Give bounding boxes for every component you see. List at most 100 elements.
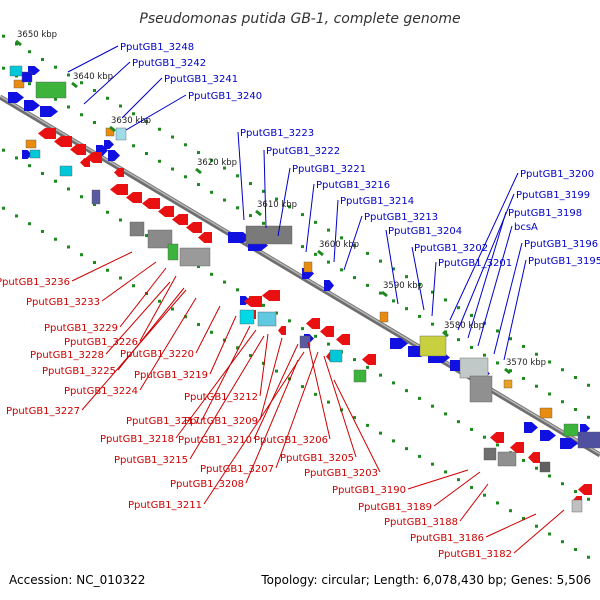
rail-dot-inner-upper xyxy=(418,314,421,318)
rail-dot-inner-lower xyxy=(275,311,278,315)
callout-line xyxy=(503,259,527,361)
rail-dot-inner-lower xyxy=(41,171,44,175)
rail-dot-inner-upper xyxy=(366,283,369,287)
feature-box xyxy=(245,225,293,245)
rail-dot-outer-lower xyxy=(15,214,18,218)
forward-gene-label: PputGB1_3199 xyxy=(516,190,590,201)
reverse-gene-label: PputGB1_3182 xyxy=(438,549,512,560)
rail-dot-inner-lower xyxy=(67,187,70,191)
reverse-gene-arrow xyxy=(114,168,124,177)
rail-dot-outer-upper xyxy=(314,220,317,224)
rail-dot-outer-lower xyxy=(249,354,252,358)
rail-dot-outer-lower xyxy=(444,470,447,474)
reverse-gene-arrow xyxy=(158,206,174,217)
callout-line xyxy=(411,246,425,311)
reverse-gene-arrow xyxy=(528,452,540,463)
forward-gene-label: PputGB1_3198 xyxy=(508,208,582,219)
callout-line xyxy=(263,149,267,229)
feature-box xyxy=(115,127,127,141)
forward-gene-label: PputGB1_3204 xyxy=(388,226,462,237)
rail-dot-outer-upper xyxy=(2,34,5,38)
rail-dot-inner-lower xyxy=(431,404,434,408)
callout-line xyxy=(333,199,339,263)
rail-dot-inner-lower xyxy=(28,164,31,168)
rail-dot-inner-upper xyxy=(561,400,564,404)
tick-label: 3580 kbp xyxy=(444,321,484,331)
rail-dot-outer-lower xyxy=(496,501,499,505)
rail-dot-inner-lower xyxy=(236,288,239,292)
rail-dot-outer-lower xyxy=(483,493,486,497)
tick-label: 3600 kbp xyxy=(319,240,359,250)
rail-dot-outer-upper xyxy=(522,344,525,348)
reverse-gene-label: PputGB1_3228 xyxy=(30,350,104,361)
rail-dot-inner-lower xyxy=(314,334,317,338)
rail-dot-inner-upper xyxy=(132,144,135,148)
rail-dot-inner-upper xyxy=(262,221,265,225)
rail-dot-outer-lower xyxy=(301,385,304,389)
rail-dot-outer-lower xyxy=(210,330,213,334)
forward-gene-arrow xyxy=(540,430,556,441)
tick-mark xyxy=(255,209,262,217)
callout-line xyxy=(203,351,305,505)
rail-dot-outer-upper xyxy=(366,251,369,255)
rail-dot-outer-upper xyxy=(197,151,200,155)
reverse-gene-label: PputGB1_3224 xyxy=(64,386,138,397)
tick-mark xyxy=(15,39,22,47)
rail-dot-inner-upper xyxy=(184,175,187,179)
rail-dot-outer-upper xyxy=(288,205,291,209)
callout-line xyxy=(83,61,131,105)
rail-dot-outer-lower xyxy=(314,392,317,396)
rail-dot-inner-upper xyxy=(587,415,590,419)
rail-dot-outer-upper xyxy=(327,228,330,232)
rail-dot-inner-upper xyxy=(405,307,408,311)
forward-gene-label: PputGB1_3240 xyxy=(188,91,262,102)
rail-dot-outer-upper xyxy=(106,96,109,100)
reverse-gene-label: PputGB1_3227 xyxy=(6,406,80,417)
forward-gene-label: PputGB1_3221 xyxy=(292,164,366,175)
forward-gene-label: bcsA xyxy=(514,222,538,233)
forward-gene-label: PputGB1_3223 xyxy=(240,128,314,139)
rail-dot-inner-lower xyxy=(379,373,382,377)
forward-gene-label: PputGB1_3195 xyxy=(528,256,600,267)
reverse-gene-arrow xyxy=(336,334,350,345)
rail-dot-outer-lower xyxy=(431,462,434,466)
rail-dot-inner-lower xyxy=(392,381,395,385)
rail-dot-outer-lower xyxy=(587,555,590,559)
rail-dot-inner-lower xyxy=(223,280,226,284)
rail-dot-outer-upper xyxy=(535,352,538,356)
callout-line xyxy=(323,355,357,458)
callout-line xyxy=(139,275,177,342)
forward-gene-label: PputGB1_3242 xyxy=(132,58,206,69)
callout-line xyxy=(237,131,245,221)
forward-gene-label: PputGB1_3222 xyxy=(266,146,340,157)
tick-label: 3630 kbp xyxy=(111,116,151,126)
rail-dot-inner-lower xyxy=(145,234,148,238)
rail-dot-inner-lower xyxy=(262,303,265,307)
rail-dot-outer-lower xyxy=(223,338,226,342)
reverse-gene-arrow xyxy=(578,484,592,495)
rail-dot-inner-lower xyxy=(80,195,83,199)
reverse-gene-arrow xyxy=(142,198,160,209)
callout-line xyxy=(259,337,283,421)
rail-dot-inner-upper xyxy=(535,384,538,388)
rail-dot-inner-upper xyxy=(2,66,5,70)
rail-dot-outer-upper xyxy=(67,73,70,77)
feature-box xyxy=(9,65,23,77)
rail-dot-inner-upper xyxy=(171,167,174,171)
feature-box xyxy=(21,71,33,83)
tick-mark xyxy=(381,290,388,298)
tick-mark xyxy=(442,330,449,338)
callout-line xyxy=(275,351,319,469)
rail-dot-outer-upper xyxy=(41,57,44,61)
rail-dot-outer-upper xyxy=(171,135,174,139)
rail-dot-outer-lower xyxy=(93,260,96,264)
callout-line xyxy=(467,211,507,339)
rail-dot-inner-upper xyxy=(210,190,213,194)
rail-dot-inner-upper xyxy=(457,338,460,342)
rail-dot-outer-upper xyxy=(184,143,187,147)
rail-dot-outer-lower xyxy=(184,315,187,319)
callout-line xyxy=(307,341,331,440)
forward-gene-label: PputGB1_3241 xyxy=(164,74,238,85)
rail-dot-outer-upper xyxy=(340,236,343,240)
rail-dot-outer-upper xyxy=(509,337,512,341)
